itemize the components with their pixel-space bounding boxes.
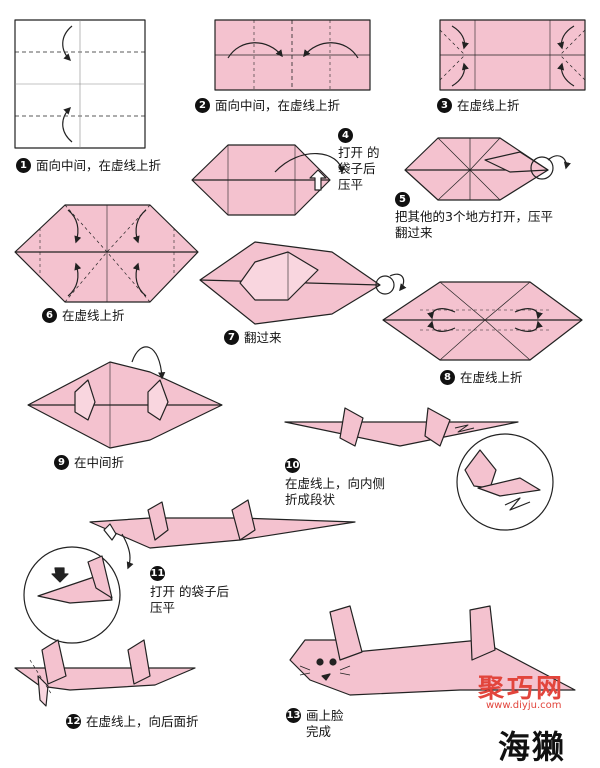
step-3-number: 3	[437, 98, 452, 113]
step-13-label: 13 画上脸 完成	[286, 708, 344, 740]
step-2-label: 2 面向中间，在虚线上折	[195, 98, 340, 114]
step-4-figure	[191, 144, 346, 216]
step-5-label: 5 把其他的3个地方打开，压平 翻过来	[395, 192, 553, 241]
step-13-figure	[289, 605, 576, 696]
step-9-figure	[27, 346, 223, 449]
step-6-number: 6	[42, 308, 57, 323]
step-3-text: 在虚线上折	[457, 98, 520, 113]
step-10-text-2: 折成段状	[285, 492, 336, 507]
step-4-text-1: 打开 的	[338, 145, 380, 160]
page-title: 海獭	[498, 728, 567, 766]
step-9-label: 9 在中间折	[54, 455, 124, 471]
step-3-label: 3 在虚线上折	[437, 98, 520, 114]
step-1-number: 1	[16, 158, 31, 173]
step-11-figure	[23, 499, 356, 644]
step-9-text: 在中间折	[74, 455, 125, 470]
step-11-label: 11 打开 的袋子后 压平	[150, 566, 229, 616]
step-10-figure	[284, 407, 554, 531]
step-11-text-1: 打开 的袋子后	[150, 584, 229, 599]
step-10-label: 10 在虚线上，向内侧 折成段状	[285, 458, 385, 508]
step-11-text-2: 压平	[150, 600, 176, 615]
step-7-text: 翻过来	[244, 330, 282, 345]
step-8-number: 8	[440, 370, 455, 385]
step-4-text-3: 压平	[338, 177, 364, 192]
step-5-text-2: 翻过来	[395, 225, 433, 240]
step-10-number: 10	[285, 458, 300, 473]
step-12-number: 12	[66, 714, 81, 729]
step-5-figure	[404, 137, 571, 201]
step-6-figure	[14, 204, 199, 303]
step-5-text-1: 把其他的3个地方打开，压平	[395, 209, 553, 224]
step-12-text: 在虚线上，向后面折	[86, 714, 199, 729]
step-7-figure	[199, 241, 407, 325]
step-4-number: 4	[338, 128, 353, 143]
step-12-label: 12 在虚线上，向后面折	[66, 714, 199, 730]
step-13-text-2: 完成	[306, 724, 332, 739]
step-13-text-1: 画上脸	[306, 708, 344, 723]
step-3-figure	[439, 19, 586, 91]
step-2-text: 面向中间，在虚线上折	[215, 98, 341, 113]
step-1-label: 1 面向中间，在虚线上折	[16, 158, 161, 174]
step-8-text: 在虚线上折	[460, 370, 523, 385]
step-10-text-1: 在虚线上，向内侧	[285, 476, 386, 491]
step-7-number: 7	[224, 330, 239, 345]
step-4-text-2: 袋子后	[338, 161, 376, 176]
step-4-label: 4 打开 的 袋子后 压平	[338, 128, 379, 193]
step-8-label: 8 在虚线上折	[440, 370, 523, 386]
step-1-text: 面向中间，在虚线上折	[36, 158, 162, 173]
step-11-number: 11	[150, 566, 165, 581]
step-12-figure	[14, 639, 196, 707]
step-1-figure	[14, 19, 146, 149]
step-6-label: 6 在虚线上折	[42, 308, 125, 324]
step-8-figure	[382, 281, 583, 361]
watermark-url: www.diyju.com	[486, 700, 562, 711]
step-7-label: 7 翻过来	[224, 330, 282, 346]
watermark-brand: 聚巧网	[478, 674, 566, 704]
step-2-figure	[214, 19, 371, 91]
step-2-number: 2	[195, 98, 210, 113]
step-9-number: 9	[54, 455, 69, 470]
step-5-number: 5	[395, 192, 410, 207]
step-6-text: 在虚线上折	[62, 308, 125, 323]
step-13-number: 13	[286, 708, 301, 723]
